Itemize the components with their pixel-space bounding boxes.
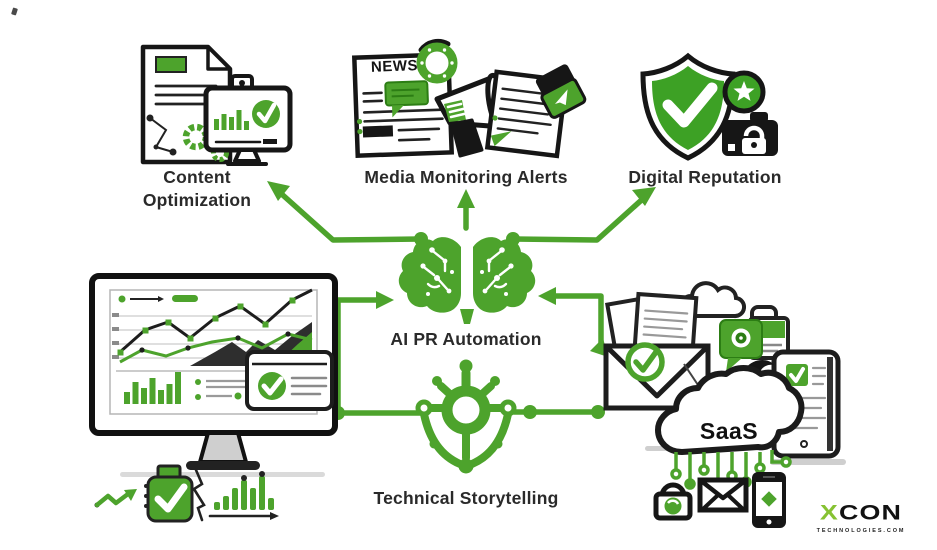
smartphone-icon — [752, 472, 786, 528]
arrowhead — [632, 187, 656, 206]
approved-notebook-icon — [144, 464, 194, 523]
saas-distribution-group — [603, 281, 846, 528]
digital-reputation-group — [640, 52, 778, 161]
envelope-icon — [697, 477, 749, 513]
shield-check-icon — [640, 52, 736, 161]
media-monitoring-group — [351, 38, 587, 159]
press-card-green — [540, 77, 587, 119]
content-optimization-group — [140, 44, 293, 166]
edge-monitor-to-brain — [335, 297, 385, 416]
saas-cloud-icon — [655, 365, 805, 455]
saas-cloud-label: SaaS — [699, 418, 759, 444]
logo-x-letter: X — [819, 500, 839, 525]
arrowhead — [538, 287, 556, 305]
gear-icon — [416, 38, 458, 84]
kpi-strip — [94, 464, 279, 523]
camera-lock-icon — [722, 112, 778, 156]
xcon-logo: XCON TECHNOLOGIES.COM — [806, 499, 916, 534]
news-masthead: NEWS — [370, 57, 419, 76]
content-optimization-label: Content Optimization — [143, 166, 251, 212]
monitor-check-icon — [203, 74, 293, 166]
label-line: Content — [163, 167, 231, 187]
media-card-icon — [719, 305, 790, 372]
logo-rest-letters: CON — [838, 500, 903, 525]
arrowhead — [457, 189, 475, 208]
edge-to-content — [273, 186, 424, 243]
network-hub-icon — [415, 359, 517, 474]
digital-reputation-label: Digital Reputation — [628, 167, 782, 187]
logo-tagline: TECHNOLOGIES.COM — [816, 528, 906, 534]
press-card-dark — [535, 64, 577, 100]
home-lock-icon — [653, 482, 693, 521]
dashboard-bars — [124, 372, 181, 404]
mini-bar-chart-icon — [208, 471, 279, 520]
line-series-green — [119, 332, 313, 364]
mini-bars — [214, 110, 249, 130]
label-line: Optimization — [142, 190, 252, 210]
open-envelope-docs-icon — [603, 291, 711, 411]
edge-dot — [591, 405, 605, 419]
media-monitoring-label: Media Monitoring Alerts — [364, 167, 568, 187]
star-badge-icon — [722, 70, 766, 114]
arrowhead — [267, 181, 290, 201]
edge-dot — [523, 405, 537, 419]
speech-bubble-icon — [384, 80, 429, 118]
edge-to-digital — [510, 193, 649, 243]
technical-storytelling-label: Technical Storytelling — [373, 488, 559, 508]
arrowhead — [376, 291, 394, 309]
edge-brain-saas — [546, 293, 604, 347]
logo-wordmark: XCON — [799, 500, 922, 525]
ai-brain-icon — [398, 235, 537, 324]
approval-popup-card — [245, 350, 334, 411]
sparkline-icon — [192, 468, 206, 522]
analytics-dashboard-icon — [89, 273, 338, 477]
trend-arrow-icon — [94, 489, 137, 508]
ai-pr-automation-label: AI PR Automation — [390, 329, 542, 349]
